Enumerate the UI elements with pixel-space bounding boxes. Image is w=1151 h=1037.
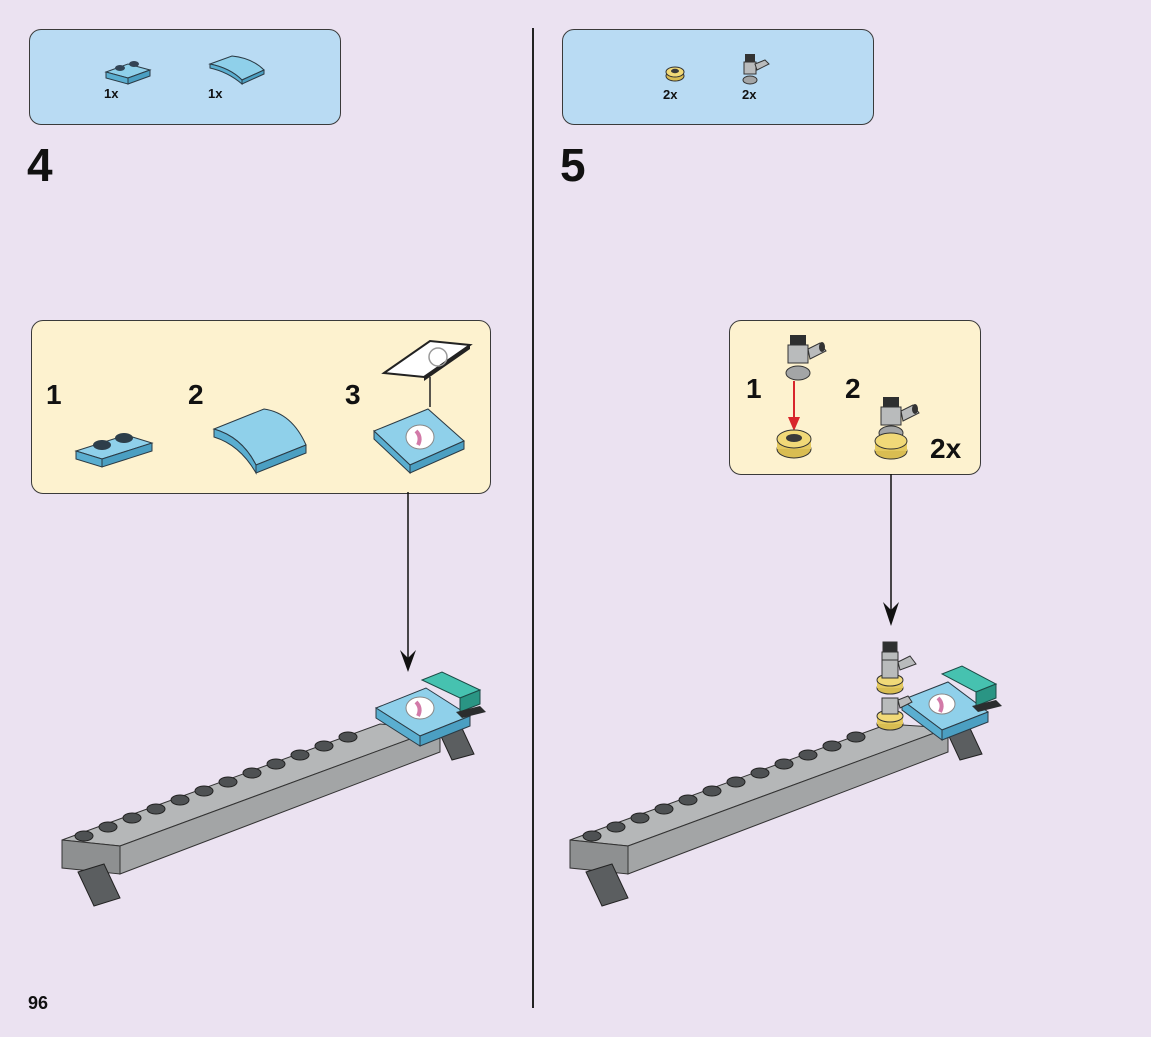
red-down-arrow-icon [788, 381, 800, 431]
page-number: 96 [28, 993, 49, 1013]
step5-sub2-number: 2 [845, 373, 861, 404]
step4-part2-qty: 1x [208, 86, 223, 101]
plate-1x2-part-icon [104, 61, 152, 85]
sub2-curved-slope-icon [212, 408, 307, 475]
step5-sub-multiplier: 2x [930, 433, 962, 464]
sub1-faucet-icon [785, 335, 827, 381]
round-plate-gold-part-icon [665, 66, 685, 82]
step5-subassembly-box: 1 2 2x [729, 320, 981, 475]
sub1-plate-icon [74, 433, 154, 468]
sub2-assembled-faucet-icon [874, 397, 920, 460]
step4-subassembly-box: 1 2 3 [31, 320, 491, 494]
step4-sub1-number: 1 [46, 379, 62, 410]
sub1-gold-plate-icon [776, 429, 812, 459]
faucet-part-icon [742, 54, 770, 85]
step5-part1-qty: 2x [663, 87, 678, 102]
step4-model-illustration [61, 671, 486, 907]
step5-model-illustration [569, 641, 1002, 907]
sticker-callout-icon [381, 339, 473, 381]
step5-down-arrow [883, 474, 899, 626]
page-divider [532, 28, 534, 1008]
step4-sub2-number: 2 [188, 379, 204, 410]
step5-number: 5 [560, 139, 586, 191]
step4-number: 4 [27, 139, 53, 191]
step5-part2-qty: 2x [742, 87, 757, 102]
step4-part1-qty: 1x [104, 86, 119, 101]
curved-slope-part-icon [208, 55, 265, 86]
step4-sub3-number: 3 [345, 379, 361, 410]
step5-sub1-number: 1 [746, 373, 762, 404]
step5-parts-box: 2x 2x [562, 29, 874, 125]
step4-down-arrow [400, 492, 416, 672]
sub3-decorated-slope-icon [373, 408, 465, 475]
step4-parts-box: 1x 1x [29, 29, 341, 125]
callout-line [429, 377, 431, 407]
